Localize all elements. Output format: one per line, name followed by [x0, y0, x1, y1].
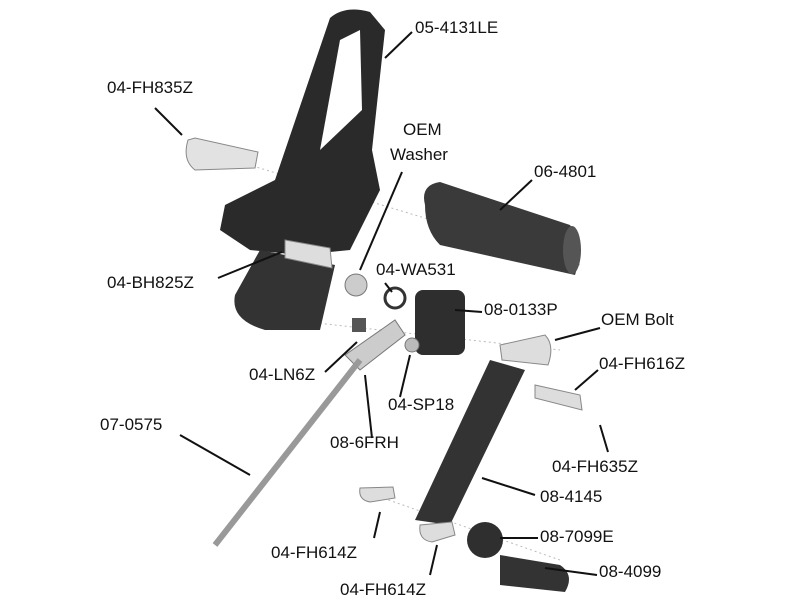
label-04-LN6Z: 04-LN6Z [249, 365, 316, 384]
spacer [404, 337, 420, 353]
label-06-4801: 06-4801 [534, 162, 597, 181]
label-oem-washer-line1: OEM [403, 120, 442, 139]
label-04-SP18: 04-SP18 [388, 395, 455, 414]
bolt-fh616 [534, 384, 583, 411]
label-08-6FRH: 08-6FRH [330, 433, 399, 452]
label-oem-washer-line2: Washer [390, 145, 448, 164]
label-04-BH825Z: 04-BH825Z [107, 273, 194, 292]
oem-washer [344, 273, 368, 297]
label-08-4145: 08-4145 [540, 487, 603, 506]
washer-ring [383, 286, 407, 310]
shift-arm [415, 360, 525, 525]
bolt-fh614-b [419, 521, 456, 543]
frame-lower-arm [234, 250, 335, 330]
lock-nut [352, 318, 366, 332]
label-05-4131LE: 05-4131LE [415, 18, 499, 37]
pivot-bolt [185, 137, 259, 171]
label-08-7099E: 08-7099E [540, 527, 614, 546]
label-04-WA531: 04-WA531 [376, 260, 456, 279]
pivot-block [415, 290, 465, 355]
label-08-0133P: 08-0133P [484, 300, 558, 319]
bushing [467, 522, 503, 558]
shift-rod [212, 358, 363, 547]
label-04-FH835Z: 04-FH835Z [107, 78, 193, 97]
sleeve [500, 555, 569, 592]
label-04-FH616Z: 04-FH616Z [599, 354, 685, 373]
bolt-fh614-a [359, 486, 396, 503]
leader-lines [154, 31, 609, 576]
frame-cutout [320, 30, 362, 150]
label-04-FH614Z-a: 04-FH614Z [271, 543, 357, 562]
label-04-FH635Z: 04-FH635Z [552, 457, 638, 476]
label-04-FH614Z-b: 04-FH614Z [340, 580, 426, 599]
footpeg [424, 182, 579, 275]
label-07-0575: 07-0575 [100, 415, 163, 434]
peg-bolt [284, 239, 333, 269]
label-08-4099: 08-4099 [599, 562, 662, 581]
label-oem-bolt: OEM Bolt [601, 310, 674, 329]
oem-bolt [499, 334, 552, 366]
footpeg-end [563, 226, 581, 274]
